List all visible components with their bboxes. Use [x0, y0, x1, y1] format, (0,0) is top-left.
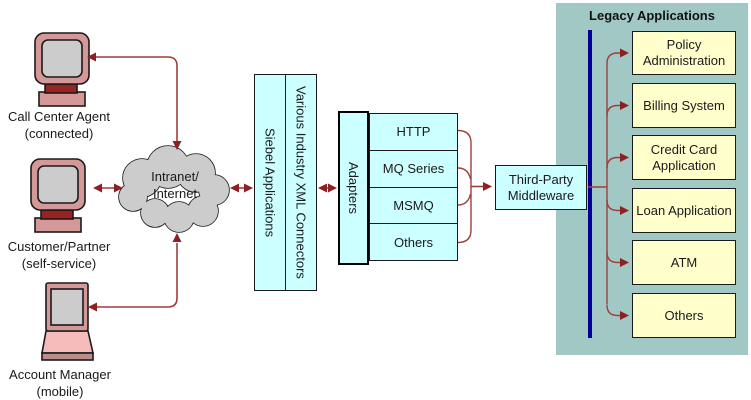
adapter-http: HTTP — [370, 114, 457, 150]
siebel-applications-box: Siebel Applications — [255, 75, 286, 290]
legacy-box-loan-application: Loan Application — [632, 188, 736, 233]
customer-partner-label-line1: Customer/Partner — [7, 239, 111, 254]
third-party-middleware-box: Third-Party Middleware — [495, 165, 587, 210]
customer-partner-label: Customer/Partner (self-service) — [0, 238, 118, 272]
call-center-agent-label-line1: Call Center Agent — [8, 109, 110, 124]
desktop-computer-icon — [30, 158, 86, 233]
xml-connectors-label: Various Industry XML Connectors — [293, 86, 309, 279]
desktop-computer-icon — [34, 32, 90, 107]
adapters-label: Adapters — [346, 161, 361, 215]
siebel-stack: Siebel Applications Various Industry XML… — [254, 74, 317, 291]
arrow-adapters-merge-msmq — [457, 193, 472, 206]
account-manager-label: Account Manager (mobile) — [0, 366, 120, 400]
customer-partner-label-line2: (self-service) — [21, 256, 97, 271]
legacy-box-credit-card-application: Credit Card Application — [632, 135, 736, 180]
legacy-box-atm: ATM — [632, 240, 736, 285]
adapter-msmq: MSMQ — [370, 186, 457, 224]
legacy-box-policy-administration: Policy Administration — [632, 31, 736, 75]
legacy-bus-line — [588, 30, 592, 338]
account-manager-label-line2: (mobile) — [36, 384, 84, 399]
cloud-label-line1: Intranet/ — [151, 169, 199, 184]
call-center-agent-label: Call Center Agent (connected) — [0, 108, 118, 142]
siebel-applications-label: Siebel Applications — [262, 127, 278, 238]
legacy-box-others: Others — [632, 293, 736, 338]
arrow-adapters-merge-outer — [457, 129, 472, 244]
middleware-label-line1: Third-Party — [508, 171, 574, 187]
arrow-adapters-merge-mq — [457, 167, 472, 180]
laptop-icon — [41, 282, 95, 361]
xml-connectors-box: Various Industry XML Connectors — [286, 75, 316, 290]
adapter-mq-series: MQ Series — [370, 149, 457, 187]
legacy-panel-title: Legacy Applications — [589, 8, 715, 23]
account-manager-label-line1: Account Manager — [9, 367, 111, 382]
cloud-label-line2: Internet — [152, 186, 198, 201]
legacy-box-billing-system: Billing System — [632, 83, 736, 128]
adapter-others: Others — [370, 223, 457, 260]
adapter-list: HTTP MQ Series MSMQ Others — [369, 113, 458, 261]
adapters-box: Adapters — [338, 111, 369, 265]
middleware-label-line2: Middleware — [507, 187, 575, 203]
call-center-agent-label-line2: (connected) — [24, 126, 94, 141]
cloud-label: Intranet/ Internet — [130, 168, 220, 202]
